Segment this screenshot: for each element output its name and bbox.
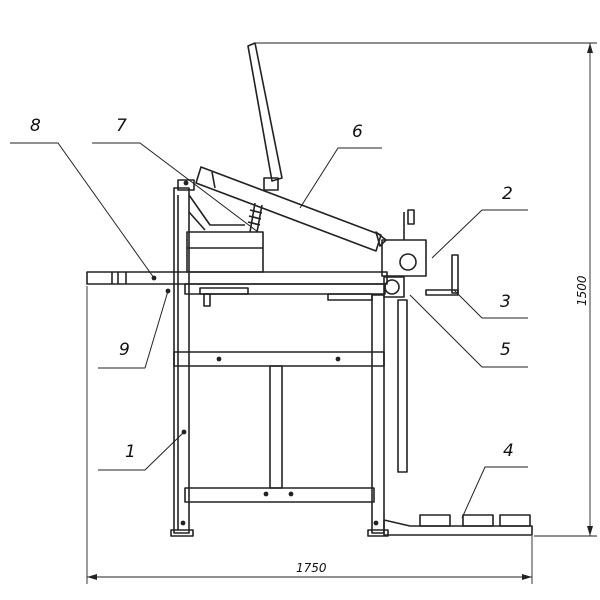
callout-1: 1 — [125, 442, 136, 462]
callout-2: 2 — [502, 184, 513, 204]
dimension-arrows — [87, 43, 593, 580]
lever-arm — [195, 166, 382, 252]
leader-lines — [10, 142, 528, 519]
stop-bracket — [425, 254, 459, 296]
callout-9: 9 — [119, 340, 130, 360]
dimension-width: 1750 — [296, 561, 327, 575]
side-arm-left — [199, 287, 249, 295]
callout-7: 7 — [116, 116, 127, 136]
upper-housing — [177, 179, 264, 273]
callout-4: 4 — [503, 441, 514, 461]
cutting-head — [375, 209, 427, 298]
foot-pedal — [383, 514, 533, 536]
frame — [170, 187, 389, 537]
dimension-height: 1500 — [575, 275, 589, 306]
guide-rod — [397, 299, 408, 473]
side-arm-post — [203, 293, 211, 307]
side-arm-right — [327, 293, 373, 301]
table-top — [86, 271, 388, 295]
callout-3: 3 — [500, 292, 511, 312]
handle — [247, 42, 283, 191]
callout-5: 5 — [500, 340, 511, 360]
dimension-lines — [86, 42, 597, 584]
callout-8: 8 — [30, 116, 41, 136]
callout-6: 6 — [352, 122, 363, 142]
bolt-holes — [151, 180, 379, 526]
